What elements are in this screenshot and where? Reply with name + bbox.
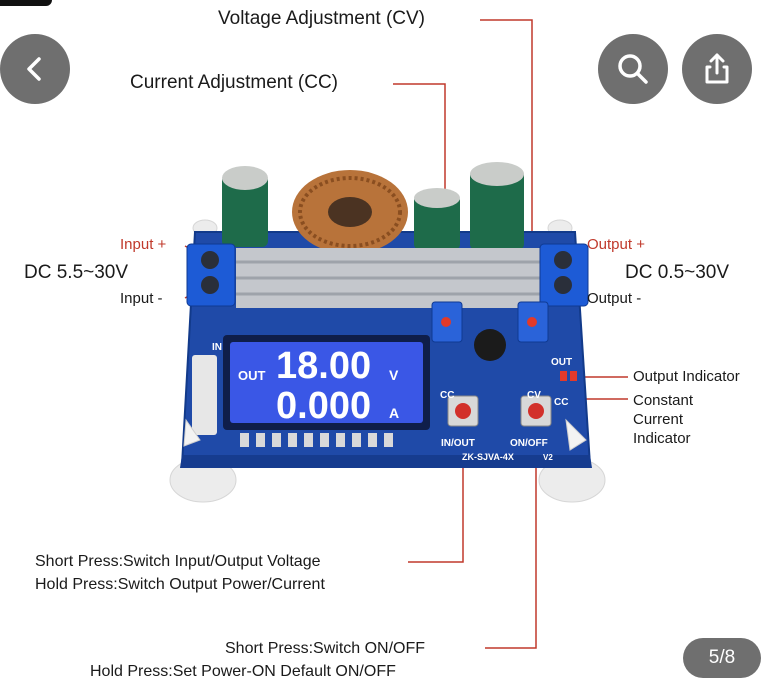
on-off-hold-press-label: Hold Press:Set Power-ON Default ON/OFF — [90, 663, 396, 680]
top-corner-bar — [0, 0, 52, 6]
output-minus-label: Output - — [587, 290, 642, 307]
share-button[interactable] — [682, 34, 752, 104]
terminal-blocks — [186, 243, 589, 307]
silk-version-label: V2 — [543, 453, 553, 462]
back-button[interactable] — [0, 34, 70, 104]
silk-cc-label: CC — [440, 390, 454, 401]
lcd-mode-label: OUT — [238, 368, 266, 383]
in-out-short-press-label: Short Press:Switch Input/Output Voltage — [35, 553, 321, 570]
silk-in-label: IN — [212, 342, 222, 353]
silk-out-label: OUT — [551, 357, 572, 368]
potentiometers — [431, 301, 549, 361]
silk-in-out-label: IN/OUT — [441, 438, 475, 449]
indicator-leds — [560, 371, 577, 381]
input-range-label: DC 5.5~30V — [24, 262, 129, 283]
output-indicator-label: Output Indicator — [633, 368, 740, 385]
cc-indicator-line2: Current — [633, 411, 684, 428]
heatsink — [236, 248, 540, 308]
search-button[interactable] — [598, 34, 668, 104]
silk-on-off-label: ON/OFF — [510, 438, 548, 449]
on-off-short-press-label: Short Press:Switch ON/OFF — [225, 640, 426, 657]
push-buttons — [447, 395, 552, 427]
lcd-voltage: 18.00 — [276, 345, 371, 387]
lcd-pins — [240, 433, 393, 447]
silk-cv-label: CV — [527, 390, 541, 401]
lcd-current: 0.000 — [276, 385, 371, 427]
share-icon — [705, 53, 729, 84]
image-counter: 5/8 — [683, 638, 761, 678]
voltage-adjustment-label: Voltage Adjustment (CV) — [218, 8, 425, 29]
output-range-label: DC 0.5~30V — [625, 262, 730, 283]
inductor-coil — [292, 170, 408, 254]
lcd-current-unit: A — [389, 405, 399, 421]
input-minus-label: Input - — [120, 290, 163, 307]
in-out-hold-press-label: Hold Press:Switch Output Power/Current — [35, 576, 325, 593]
side-connector — [192, 355, 217, 435]
input-plus-label: Input + — [120, 236, 167, 253]
silk-model-label: ZK-SJVA-4X — [462, 452, 514, 462]
current-adjustment-label: Current Adjustment (CC) — [130, 72, 339, 93]
chevron-left-icon — [27, 57, 41, 81]
cc-indicator-line3: Indicator — [633, 430, 691, 447]
cc-indicator-line1: Constant — [633, 392, 694, 409]
lcd-screen — [230, 342, 423, 423]
output-plus-label: Output + — [587, 236, 645, 253]
lcd-voltage-unit: V — [389, 367, 399, 383]
capacitors — [222, 162, 524, 250]
search-icon — [618, 54, 648, 84]
silk-cc-led-label: CC — [554, 397, 568, 408]
